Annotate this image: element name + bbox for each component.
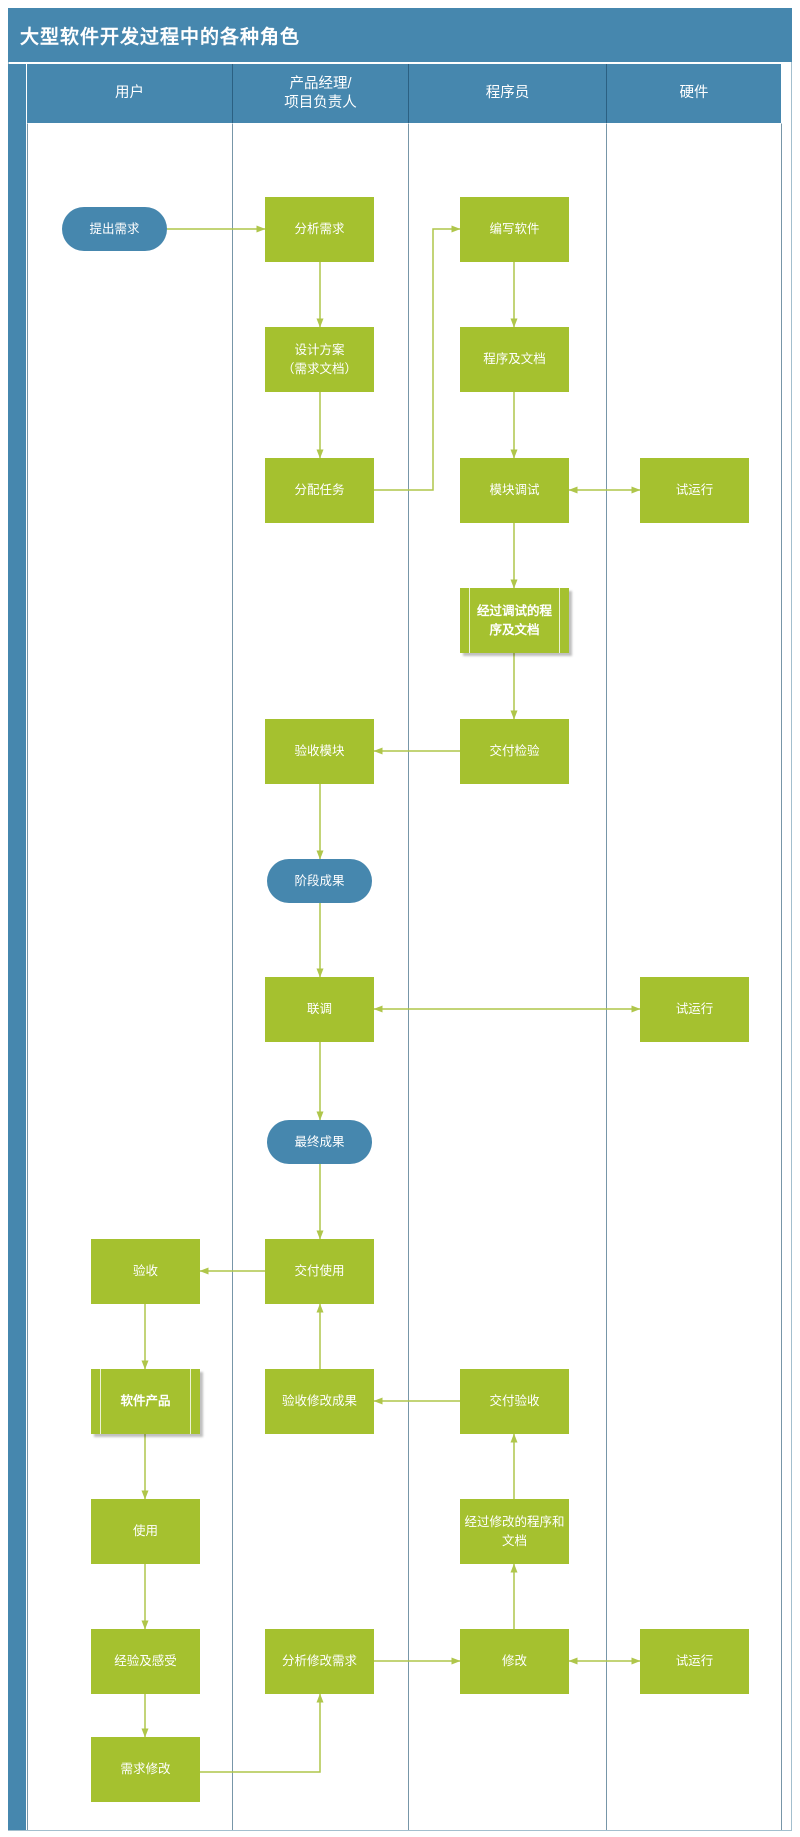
lane-header-hardware: 硬件 xyxy=(606,64,781,123)
node-deliver-acceptance: 交付验收 xyxy=(460,1369,569,1434)
node-modify: 修改 xyxy=(460,1629,569,1694)
node-module-debug: 模块调试 xyxy=(460,458,569,523)
lane-header-user: 用户 xyxy=(27,64,232,123)
node-analyze-requirement: 分析需求 xyxy=(265,197,374,262)
node-design-plan: 设计方案 （需求文档） xyxy=(265,327,374,392)
node-modified-program-docs: 经过修改的程序和 文档 xyxy=(460,1499,569,1564)
node-accept-modified-result: 验收修改成果 xyxy=(265,1369,374,1434)
node-debugged-program-docs: 经过调试的程 序及文档 xyxy=(460,588,569,653)
node-deliver-for-use: 交付使用 xyxy=(265,1239,374,1304)
node-software-product: 软件产品 xyxy=(91,1369,200,1434)
node-analyze-modify-requirement: 分析修改需求 xyxy=(265,1629,374,1694)
node-requirement-change: 需求修改 xyxy=(91,1737,200,1802)
lane-header-pm: 产品经理/ 项目负责人 xyxy=(232,64,408,123)
diagram-title: 大型软件开发过程中的各种角色 xyxy=(8,8,792,62)
node-trial-run-1: 试运行 xyxy=(640,458,749,523)
connector-assign-to-write xyxy=(374,225,461,491)
lane-header-programmer: 程序员 xyxy=(408,64,606,123)
node-experience-feedback: 经验及感受 xyxy=(91,1629,200,1694)
node-trial-run-3: 试运行 xyxy=(640,1629,749,1694)
node-final-result: 最终成果 xyxy=(267,1120,372,1164)
node-accept-module: 验收模块 xyxy=(265,719,374,784)
node-trial-run-2: 试运行 xyxy=(640,977,749,1042)
node-program-and-docs: 程序及文档 xyxy=(460,327,569,392)
left-lane-strip xyxy=(8,64,26,1830)
node-write-software: 编写软件 xyxy=(460,197,569,262)
node-joint-debug: 联调 xyxy=(265,977,374,1042)
node-raise-requirement: 提出需求 xyxy=(62,207,167,251)
node-submit-inspection: 交付检验 xyxy=(460,719,569,784)
node-use: 使用 xyxy=(91,1499,200,1564)
connector-change-to-analyzemodify xyxy=(200,1693,324,1773)
node-assign-tasks: 分配任务 xyxy=(265,458,374,523)
node-acceptance: 验收 xyxy=(91,1239,200,1304)
node-stage-result: 阶段成果 xyxy=(267,859,372,903)
